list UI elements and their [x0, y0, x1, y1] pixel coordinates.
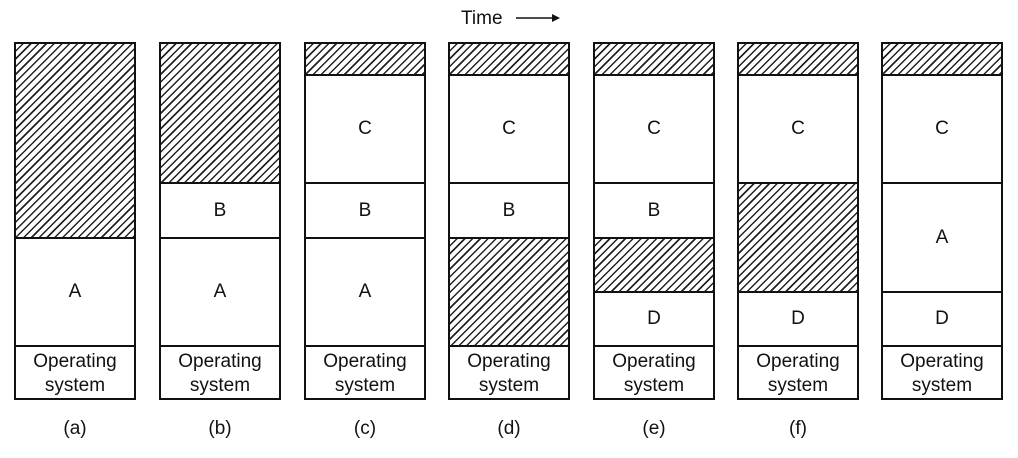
- process-block: D: [595, 293, 713, 347]
- process-label: A: [68, 281, 82, 302]
- process-label: A: [213, 281, 227, 302]
- os-label-line2: system: [44, 374, 106, 396]
- os-label-line1: Operating: [756, 350, 840, 372]
- column-caption: (b): [208, 418, 232, 439]
- memory-hole: [739, 184, 857, 293]
- os-label-line2: system: [478, 374, 540, 396]
- process-block: D: [739, 293, 857, 347]
- column-caption: (c): [353, 418, 377, 439]
- process-label: C: [935, 118, 949, 139]
- time-label: Time: [461, 8, 503, 29]
- process-block: A: [883, 184, 1001, 293]
- process-block: A: [161, 239, 279, 347]
- os-label-line2: system: [334, 374, 396, 396]
- os-label-line1: Operating: [900, 350, 984, 372]
- process-block: C: [306, 76, 424, 184]
- column-caption: (a): [63, 418, 87, 439]
- memory-hole: [450, 239, 568, 347]
- column-caption: (d): [497, 418, 521, 439]
- process-label: D: [791, 308, 805, 329]
- memory-hole: [595, 44, 713, 76]
- process-label: A: [935, 226, 949, 248]
- process-label: B: [358, 199, 372, 221]
- process-label: D: [647, 308, 661, 329]
- memory-hole: [595, 239, 713, 293]
- os-label-line2: system: [911, 374, 973, 396]
- process-label: C: [791, 118, 805, 139]
- process-block: A: [16, 239, 134, 347]
- os-label-line1: Operating: [33, 350, 117, 372]
- process-block: C: [450, 76, 568, 184]
- process-label: C: [358, 118, 372, 139]
- memory-hole: [306, 44, 424, 76]
- process-label: C: [647, 118, 661, 139]
- process-label: D: [935, 308, 949, 329]
- process-block: B: [306, 184, 424, 239]
- process-label: B: [647, 199, 661, 221]
- process-label: A: [358, 281, 372, 302]
- os-label-line2: system: [767, 374, 829, 396]
- process-block: B: [161, 184, 279, 239]
- column-caption: (f): [789, 418, 807, 439]
- process-block: C: [739, 76, 857, 184]
- os-label-line1: Operating: [612, 350, 696, 372]
- process-label: C: [502, 118, 516, 139]
- process-block: D: [883, 293, 1001, 347]
- process-label: B: [502, 199, 516, 221]
- process-block: B: [450, 184, 568, 239]
- column-caption: (e): [642, 418, 666, 439]
- memory-hole: [450, 44, 568, 76]
- os-label-line1: Operating: [323, 350, 407, 372]
- memory-hole: [883, 44, 1001, 76]
- process-label: B: [213, 199, 227, 221]
- time-arrow-icon: [516, 14, 560, 22]
- memory-hole: [739, 44, 857, 76]
- memory-hole: [16, 44, 134, 239]
- os-label-line2: system: [623, 374, 685, 396]
- process-block: C: [595, 76, 713, 184]
- process-block: B: [595, 184, 713, 239]
- os-label-line2: system: [189, 374, 251, 396]
- process-block: C: [883, 76, 1001, 184]
- memory-hole: [161, 44, 279, 184]
- os-label-line1: Operating: [178, 350, 262, 372]
- os-label-line1: Operating: [467, 350, 551, 372]
- process-block: A: [306, 239, 424, 347]
